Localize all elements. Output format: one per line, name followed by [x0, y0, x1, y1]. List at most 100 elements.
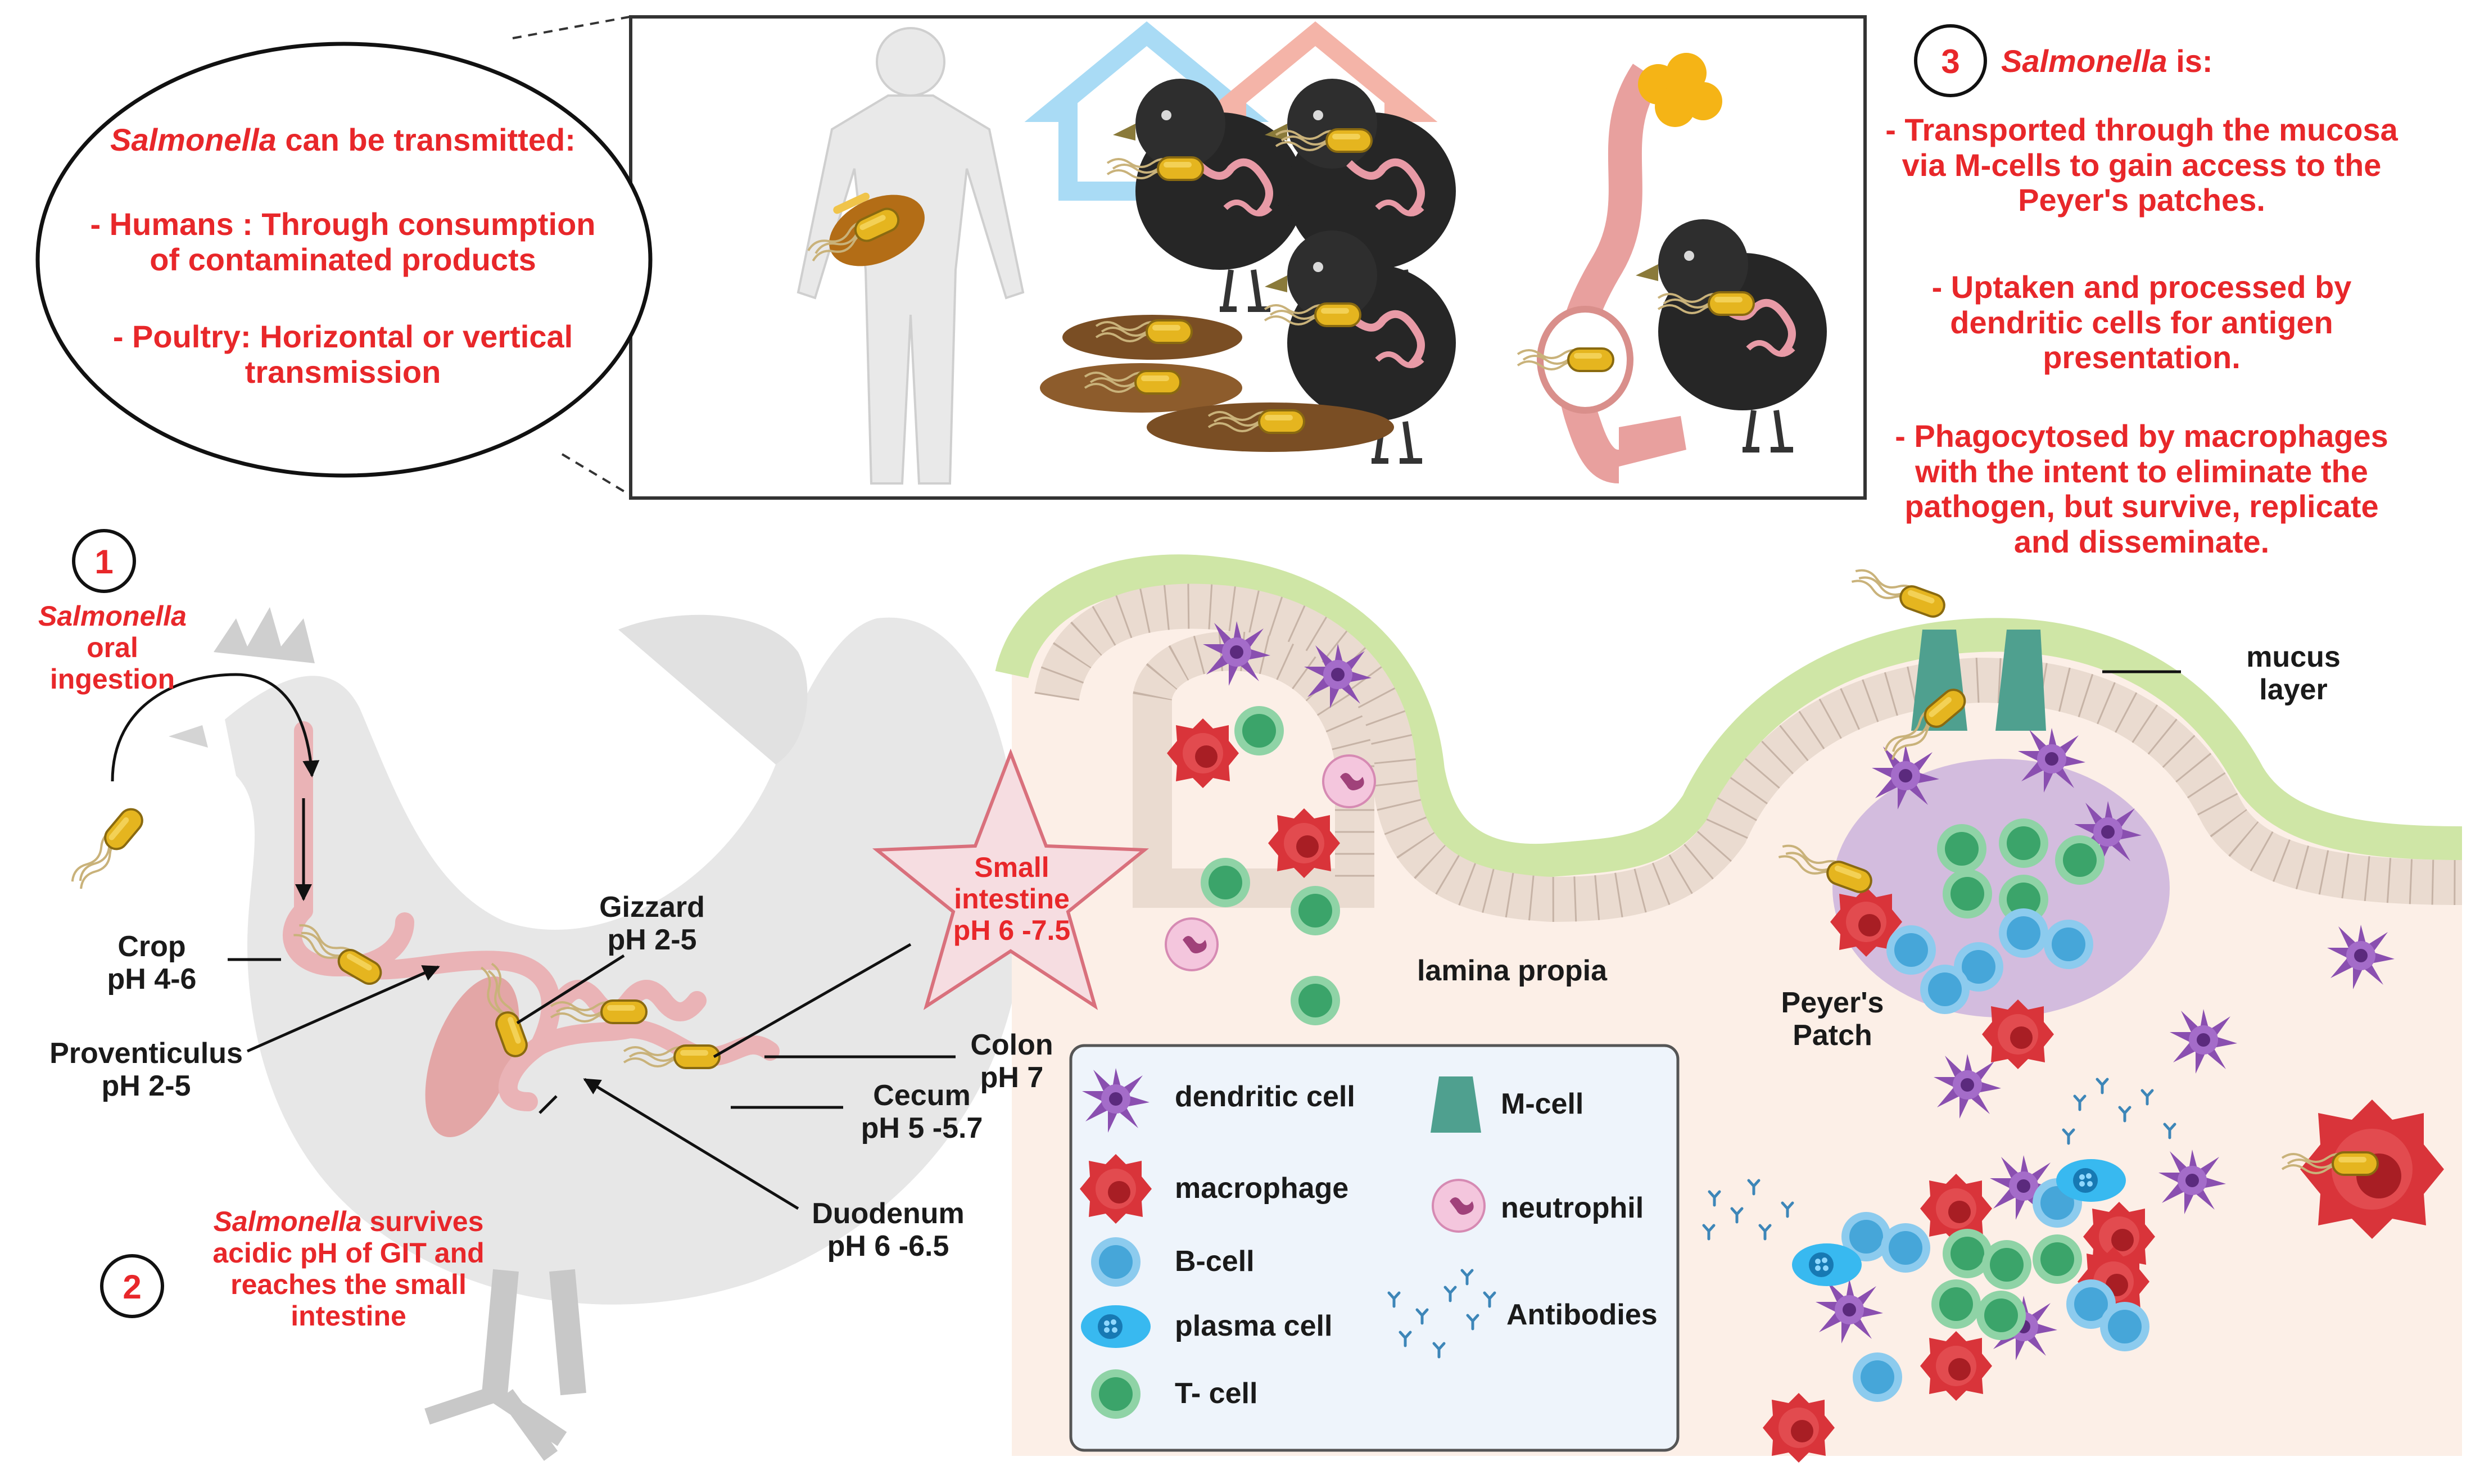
ingestion-arrow [111, 673, 320, 782]
legend-tcell-label: T- cell [1175, 1377, 1258, 1410]
mucus-layer-line1: mucus [2246, 641, 2341, 673]
step2-line1-rest: survives [361, 1206, 484, 1237]
step3-paragraph-3: - Phagocytosed by macrophages with the i… [1810, 418, 2473, 560]
colon-label: Colon pH 7 [956, 1029, 1068, 1094]
lamina-propia-label: lamina propia [1417, 954, 1608, 987]
step1-term: Salmonella [38, 600, 187, 632]
legend-macrophage-icon [1080, 1154, 1152, 1224]
step-1-marker: 1 [72, 529, 136, 593]
callout-humans-line1: - Humans : Through consumption [90, 206, 596, 242]
gizzard-leader [516, 954, 625, 1025]
step-2-number: 2 [123, 1268, 141, 1306]
bacterium-icon [67, 803, 148, 894]
contaminated-food-icon [804, 192, 925, 268]
colon-ph: pH 7 [980, 1061, 1044, 1094]
cecum-label: Cecum pH 5 -5.7 [832, 1079, 1012, 1144]
small-intestine-ph: pH 6 -7.5 [953, 915, 1071, 946]
proventiculus-ph: pH 2-5 [101, 1070, 191, 1103]
step3-p1-line: via M-cells to gain access to the [1902, 147, 2382, 183]
duodenum-ph: pH 6 -6.5 [827, 1230, 949, 1263]
legend-plasma-label: plasma cell [1175, 1310, 1333, 1342]
cecum-inner-leader [538, 1095, 558, 1114]
step3-p3-line: - Phagocytosed by macrophages [1895, 418, 2388, 454]
step3-title: Salmonella is: [2001, 43, 2305, 79]
step3-paragraph-2: - Uptaken and processed by dendritic cel… [1810, 269, 2473, 375]
legend-dendritic-label: dendritic cell [1175, 1080, 1355, 1113]
step1-line3: ingestion [49, 663, 175, 695]
step2-line2: acidic pH of GIT and [212, 1237, 485, 1269]
callout-poultry-line2: transmission [245, 354, 441, 390]
peyers-patch-line1: Peyer's [1781, 987, 1884, 1019]
callout-title: Salmonella can be transmitted: [73, 122, 613, 158]
legend-plasma-icon [1081, 1305, 1151, 1348]
proventiculus-label: Proventiculus pH 2-5 [22, 1037, 270, 1102]
dashed-connector-bottom [561, 453, 631, 496]
step3-p1-line: Peyer's patches. [2018, 182, 2265, 218]
step3-p2-line: - Uptaken and processed by [1931, 269, 2352, 305]
dashed-connector-top [512, 16, 630, 39]
step3-p3-line: and disseminate. [2013, 524, 2270, 560]
duodenum-leader [583, 1078, 799, 1210]
callout-humans: - Humans : Through consumption of contam… [73, 206, 613, 277]
step2-label: Salmonella survives acidic pH of GIT and… [180, 1206, 517, 1332]
step3-p3-line: with the intent to eliminate the [1915, 453, 2368, 489]
proventiculus-name: Proventiculus [49, 1037, 243, 1070]
duodenum-name: Duodenum [812, 1197, 965, 1230]
step2-line3: reaches the small [230, 1269, 467, 1300]
peyers-patch-line2: Patch [1793, 1019, 1872, 1052]
legend-antibodies-label: Antibodies [1506, 1298, 1658, 1331]
legend-neutrophil-label: neutrophil [1501, 1192, 1644, 1224]
legend-bcell-icon [1091, 1237, 1141, 1287]
mucus-layer-line2: layer [2259, 673, 2328, 707]
step3-p1-line: - Transported through the mucosa [1885, 112, 2398, 147]
step-3-number: 3 [1941, 43, 1959, 80]
peyers-patch-label: Peyer's Patch [1759, 987, 1906, 1052]
step2-line4: intestine [291, 1300, 406, 1332]
mucus-layer-label: mucus layer [2226, 641, 2361, 706]
gizzard-name: Gizzard [599, 891, 705, 924]
step-2-marker: 2 [100, 1254, 164, 1318]
crop-name: Crop [117, 930, 186, 963]
legend-mcell-icon [1431, 1076, 1481, 1133]
oviduct-egg-icon [1517, 53, 1722, 483]
step1-label: Salmonella oral ingestion [11, 600, 214, 695]
star-leader [713, 943, 912, 1058]
cecum-name: Cecum [873, 1079, 971, 1112]
callout-poultry: - Poultry: Horizontal or vertical transm… [73, 319, 613, 390]
step-1-number: 1 [94, 543, 113, 581]
callout-poultry-line1: - Poultry: Horizontal or vertical [112, 319, 573, 354]
step3-p3-line: pathogen, but survive, replicate [1904, 488, 2379, 524]
cecum-ph: pH 5 -5.7 [861, 1112, 983, 1145]
callout-title-term: Salmonella [110, 122, 277, 157]
crop-ph: pH 4-6 [107, 963, 197, 996]
small-intestine-star [872, 748, 1150, 1010]
callout-title-rest: can be transmitted: [276, 122, 576, 157]
proventiculus-leader [246, 965, 440, 1053]
step3-term: Salmonella [2001, 43, 2167, 79]
small-intestine-line2: intestine [954, 883, 1070, 915]
legend-mcell-label: M-cell [1501, 1088, 1584, 1120]
gizzard-label: Gizzard pH 2-5 [573, 891, 731, 956]
transmission-callout-ellipse [35, 42, 653, 478]
callout-humans-line2: of contaminated products [150, 241, 536, 277]
gizzard-ph: pH 2-5 [607, 924, 697, 957]
small-intestine-label: Small intestine pH 6 -7.5 [927, 852, 1096, 946]
step3-p2-line: dendritic cells for antigen [1950, 304, 2333, 340]
step1-line2: oral [87, 632, 138, 663]
feces-pile-icon [1040, 315, 1394, 452]
crop-label: Crop pH 4-6 [73, 930, 230, 996]
peyers-patch-follicle [1832, 759, 2170, 1017]
legend-macrophage-label: macrophage [1175, 1172, 1349, 1205]
mcell-icon [1995, 630, 2046, 731]
step3-paragraph-1: - Transported through the mucosa via M-c… [1810, 112, 2473, 218]
legend-tcell-icon [1091, 1369, 1141, 1419]
legend-bcell-label: B-cell [1175, 1245, 1255, 1278]
step3-p2-line: presentation. [2043, 340, 2241, 375]
human-figure [797, 27, 1025, 485]
duodenum-label: Duodenum pH 6 -6.5 [787, 1197, 989, 1263]
hen-illustration [169, 607, 1024, 1461]
step-3-marker: 3 [1914, 24, 1987, 97]
legend-box [1069, 1044, 1680, 1452]
small-intestine-line1: Small [974, 852, 1049, 883]
